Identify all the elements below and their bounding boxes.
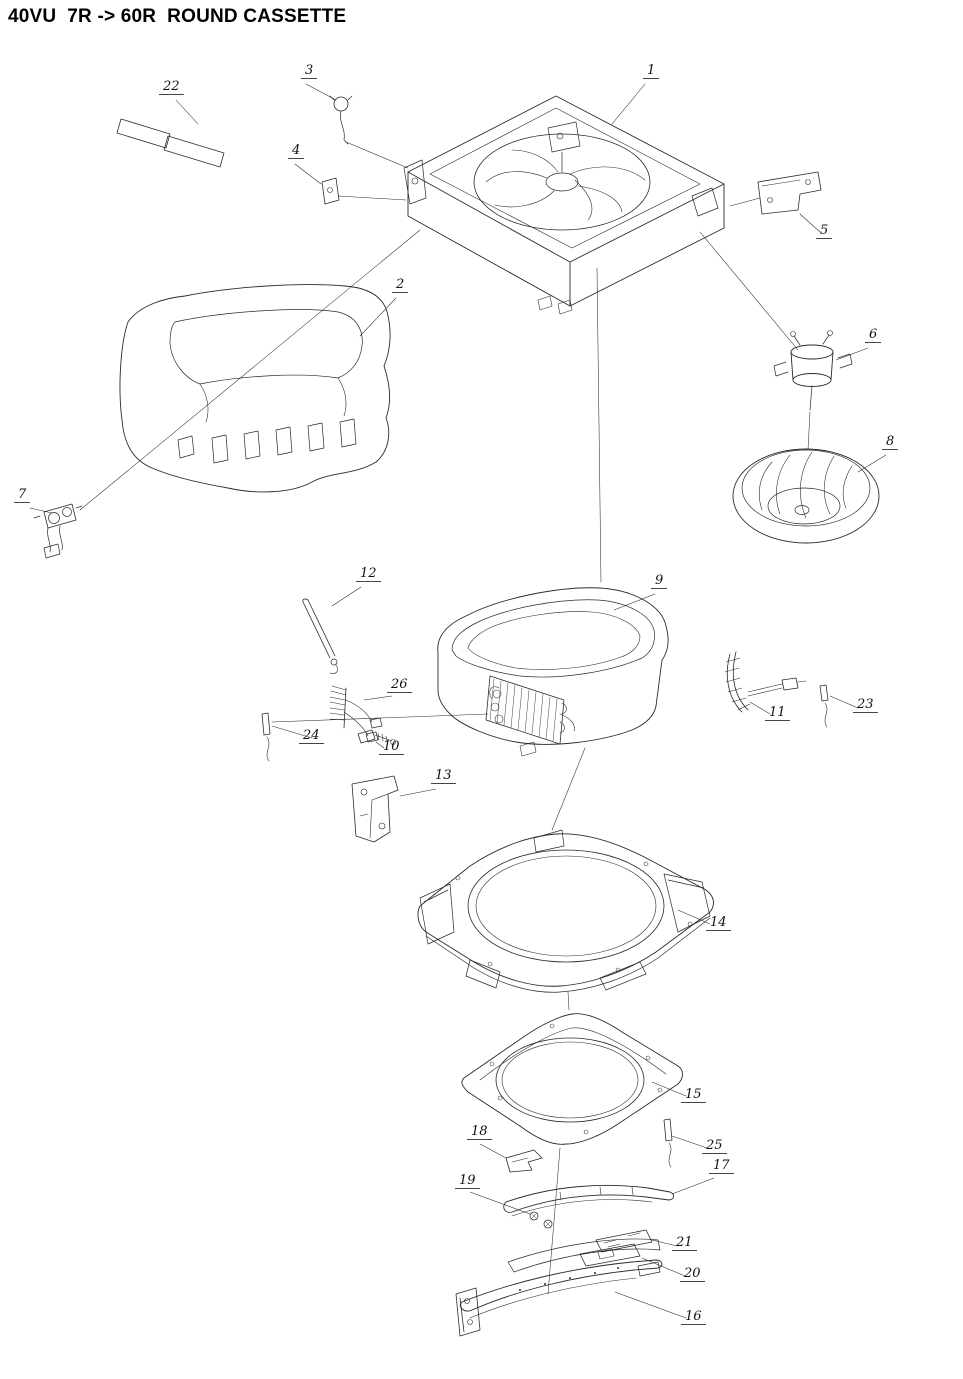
- part-26-drawing: [329, 685, 383, 743]
- grille-dots: [519, 1267, 619, 1291]
- part-21-drawing: [507, 1229, 661, 1273]
- part-18-drawing: [505, 1149, 543, 1173]
- part-24-drawing: [261, 712, 271, 762]
- part-8-drawing: [732, 448, 880, 544]
- part-2-drawing: [119, 284, 391, 493]
- part-3-drawing: [329, 95, 353, 145]
- part-17-drawing: [503, 1184, 675, 1217]
- part-12-drawing: [302, 598, 338, 674]
- page-title: 40VU 7R -> 60R ROUND CASSETTE: [8, 6, 347, 27]
- part-5-drawing: [757, 171, 822, 215]
- part-15-drawing: [461, 1013, 683, 1145]
- part-10-drawing: [357, 729, 396, 745]
- part-9-drawing: [437, 587, 669, 757]
- part-4-drawing: [321, 177, 340, 205]
- part-7-drawing: [33, 503, 83, 559]
- part-6-drawing: [773, 330, 853, 411]
- part-1-drawing: [403, 95, 725, 315]
- part-13-drawing: [351, 775, 399, 843]
- part-11-drawing: [724, 651, 807, 713]
- part-23-drawing: [819, 684, 829, 728]
- part-14-drawing: [417, 829, 714, 993]
- part-25-drawing: [663, 1118, 673, 1168]
- part-22-drawing: [116, 118, 225, 168]
- part-20-drawing: [579, 1243, 641, 1267]
- part-16-drawing: [455, 1259, 663, 1337]
- axis-lines: [79, 141, 811, 1295]
- part-19-drawing: [529, 1211, 553, 1229]
- leader-lines: [29, 83, 887, 1319]
